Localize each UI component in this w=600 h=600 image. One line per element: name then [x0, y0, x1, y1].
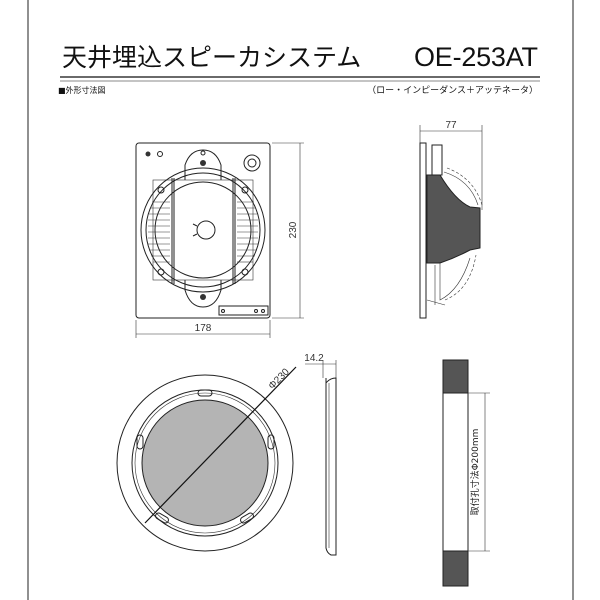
front-view	[135, 142, 304, 338]
dimension-grille-thickness: 14.2	[304, 353, 324, 364]
ceiling-cutout-view	[442, 359, 490, 587]
grille-front-view	[116, 360, 337, 556]
side-view	[419, 125, 483, 319]
section-label: ■外形寸法図	[58, 85, 106, 95]
dimension-cutout: 取付孔寸法Φ200mm	[469, 429, 481, 516]
dimension-depth: 77	[445, 120, 457, 131]
page-title: 天井埋込スピーカシステム	[62, 43, 361, 72]
dimension-width: 178	[195, 323, 212, 334]
subtitle: （ロー・インピーダンス＋アッテネータ）	[367, 84, 538, 96]
dimension-grille-diameter: Φ230	[267, 366, 293, 392]
dimension-height: 230	[288, 221, 299, 238]
model-number: OE-253AT	[414, 42, 538, 72]
